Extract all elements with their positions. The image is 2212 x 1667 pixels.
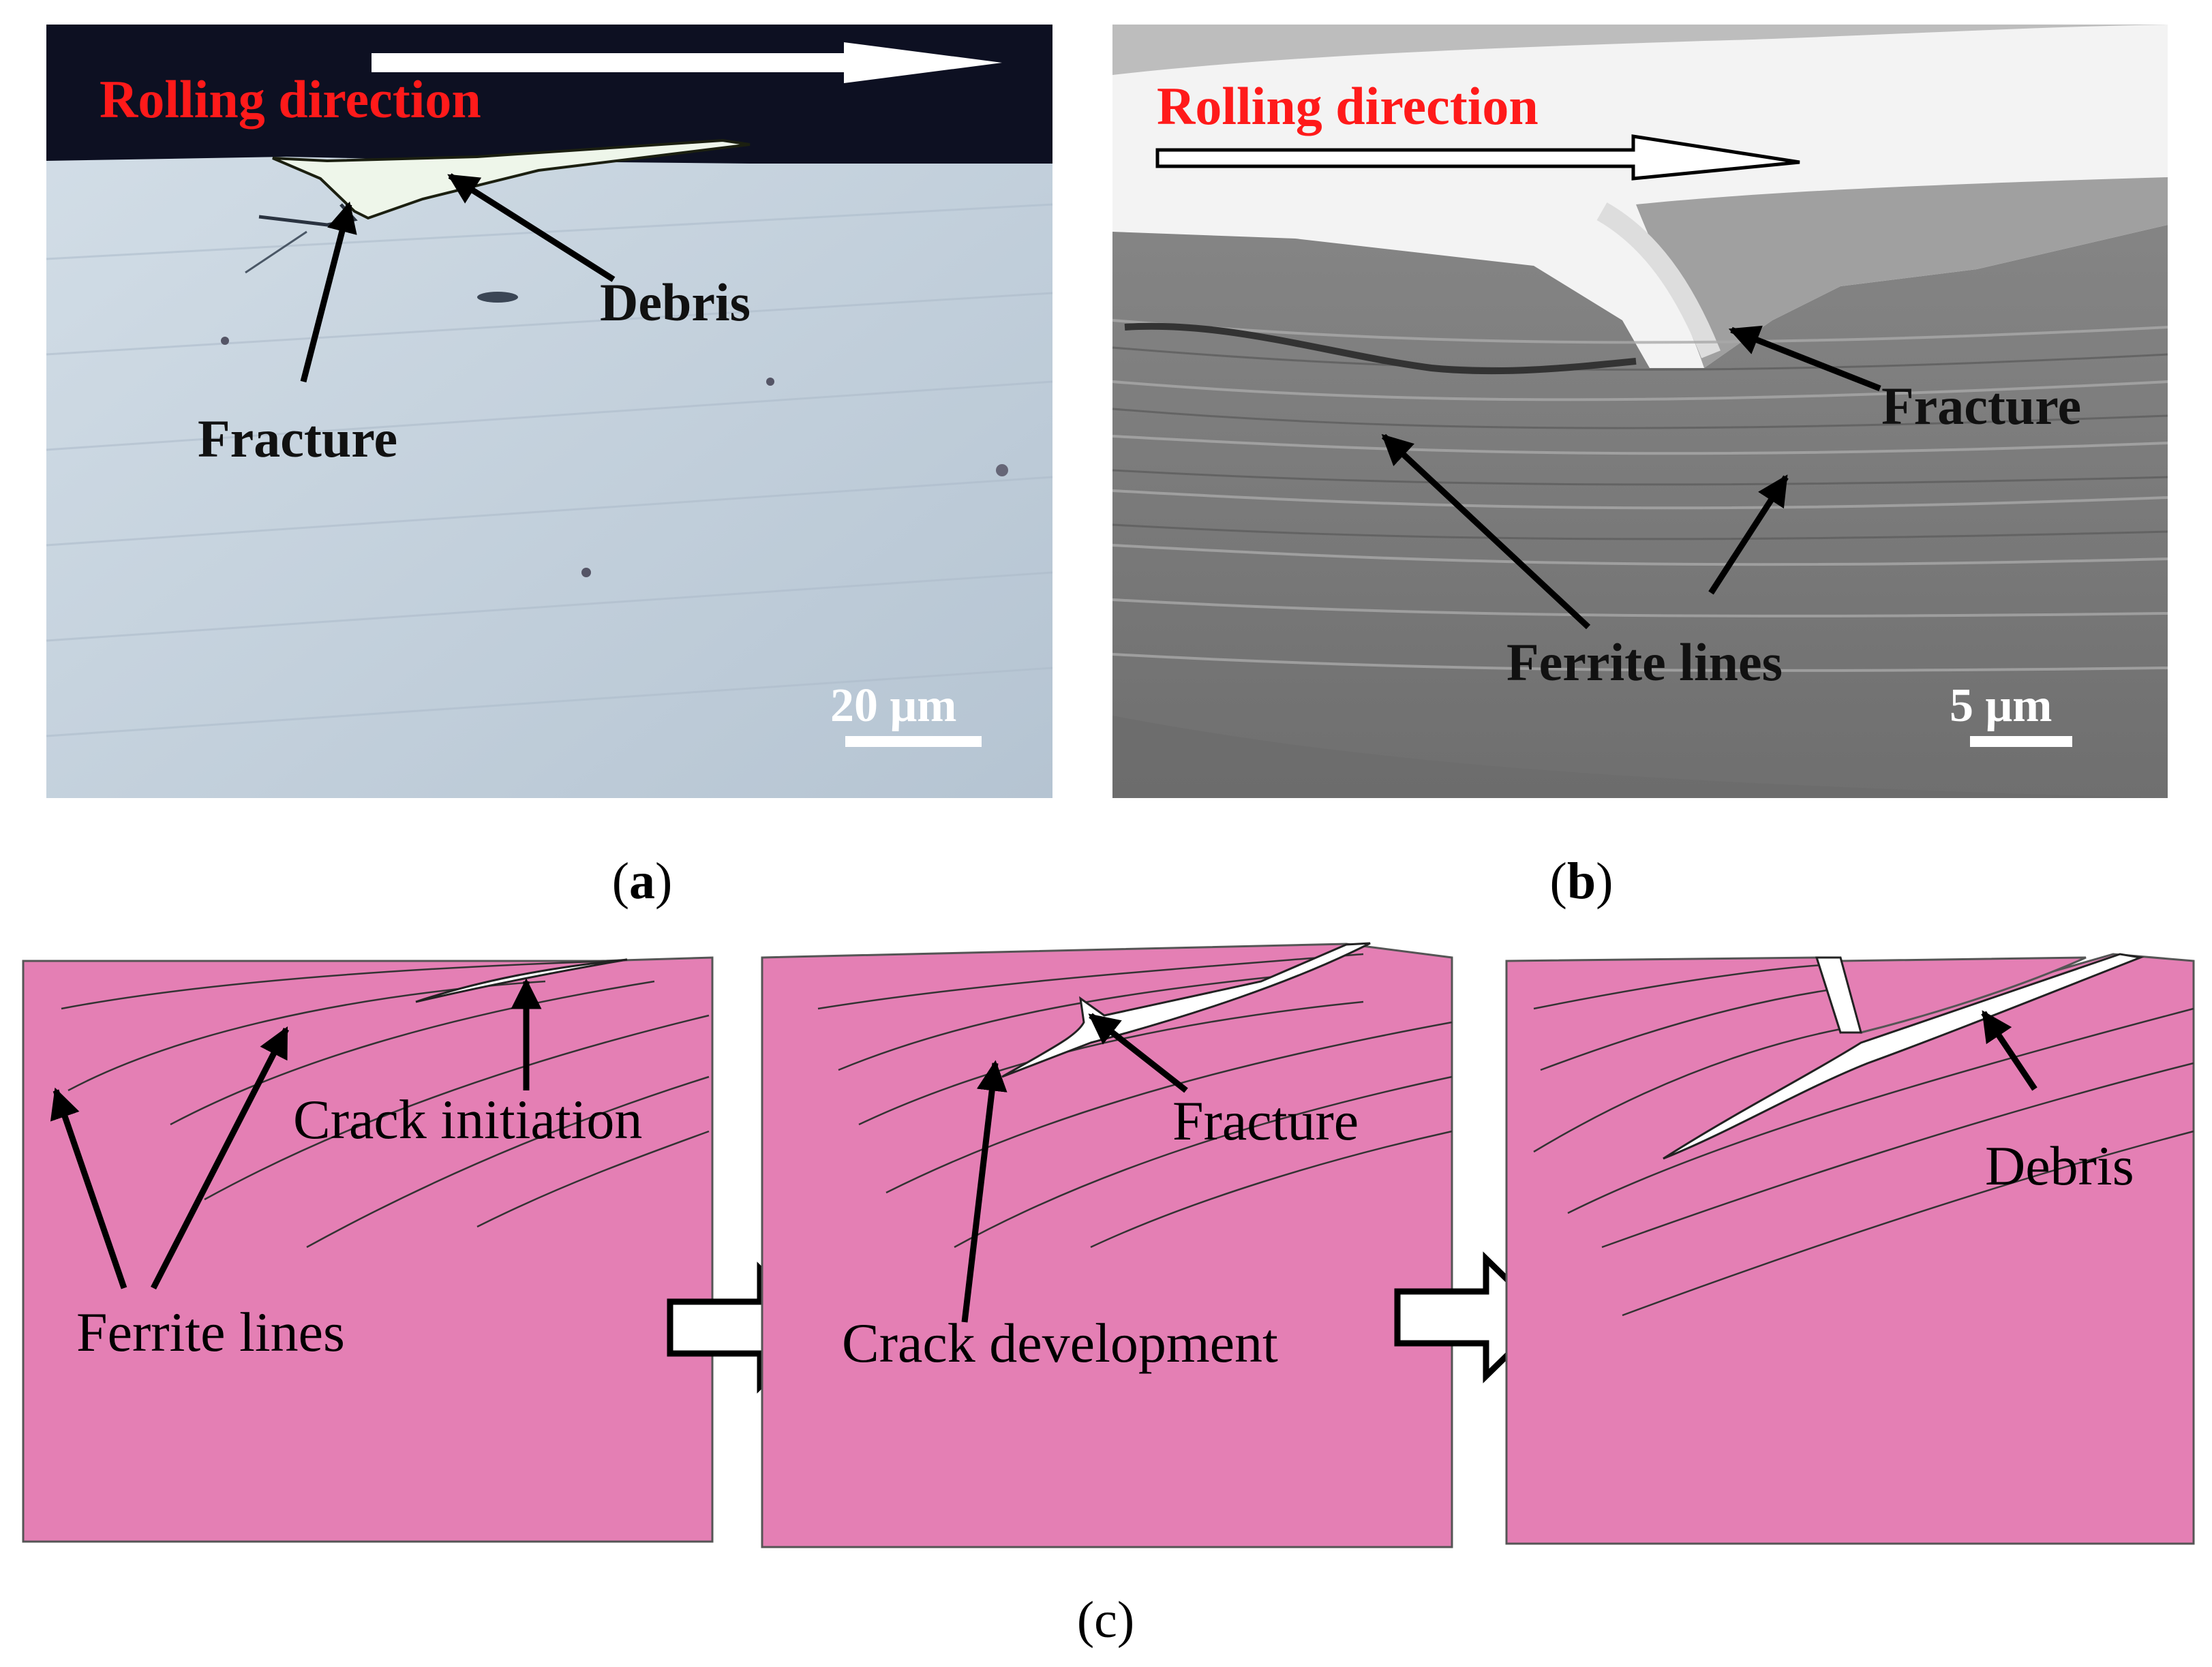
ferrite-pointer-c2 [150, 1026, 290, 1290]
schematic-stage-3: Debris [1505, 953, 2195, 1545]
debris-label-c: Debris [1985, 1135, 2134, 1197]
schematic-stage-1: Crack initiation Ferrite lines [22, 956, 714, 1543]
panel-a-micrograph: Rolling direction Debris Fracture 20 μm [46, 25, 1053, 798]
debris-label-a: Debris [600, 273, 751, 332]
fracture-pointer-b [1728, 325, 1881, 392]
panel-b-micrograph: Rolling direction Fracture Ferrite lines… [1112, 25, 2168, 798]
fracture-label-a: Fracture [198, 409, 397, 468]
debris-pointer-a [447, 173, 616, 282]
crack-development-pointer [961, 1060, 1007, 1323]
caption-c: (c) [1077, 1591, 1134, 1649]
scale-bar-b [1970, 736, 2072, 747]
fracture-pointer-c [1088, 1013, 1188, 1093]
debris-pointer-c [1981, 1010, 2037, 1091]
ferrite-lines-label-b: Ferrite lines [1506, 632, 1783, 692]
ferrite-pointer-b1 [1381, 433, 1591, 630]
schematic-stage-2: Fracture Crack development [761, 942, 1453, 1548]
scale-bar-a [845, 736, 982, 747]
rolling-direction-arrow-b [1155, 134, 1800, 181]
ferrite-pointer-c1 [50, 1087, 127, 1289]
rolling-direction-label: Rolling direction [100, 70, 481, 129]
caption-a: (a) [612, 853, 673, 910]
rolling-direction-label-b: Rolling direction [1157, 76, 1539, 136]
scale-bar-label-b: 5 μm [1950, 679, 2052, 732]
fracture-label-c: Fracture [1172, 1090, 1359, 1152]
fracture-label-b: Fracture [1881, 376, 2081, 435]
ferrite-lines-label-c: Ferrite lines [76, 1301, 345, 1363]
fracture-pointer-a [300, 201, 357, 383]
rolling-direction-arrow [372, 42, 1002, 83]
crack-initiation-label: Crack initiation [293, 1088, 642, 1150]
caption-b: (b) [1550, 853, 1613, 910]
scale-bar-label-a: 20 μm [830, 679, 957, 732]
ferrite-pointer-b2 [1708, 474, 1789, 595]
crack-development-label: Crack development [842, 1312, 1278, 1374]
